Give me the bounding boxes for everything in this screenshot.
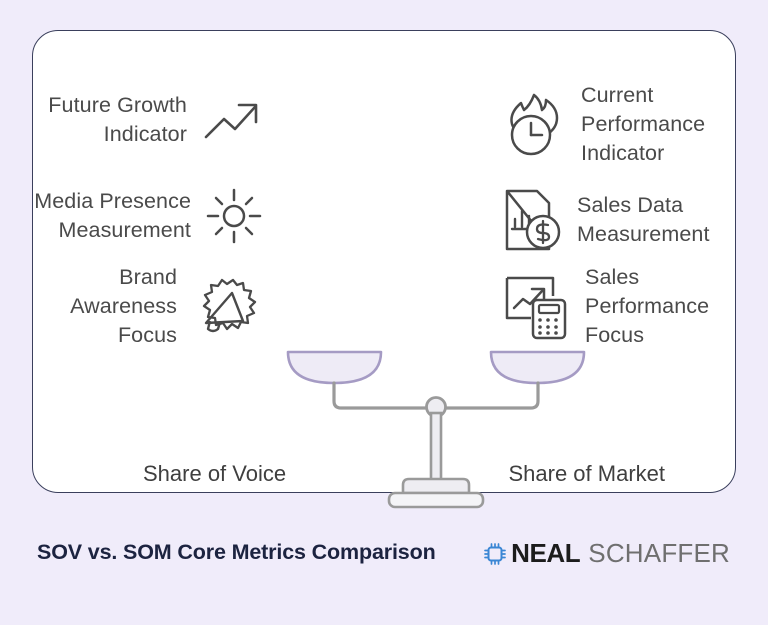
feature-sales-data-measurement: Sales Data Measurement bbox=[501, 187, 710, 253]
document-chart-dollar-icon bbox=[501, 187, 563, 253]
sun-brightness-icon bbox=[205, 187, 263, 245]
brand-name-primary: NEAL bbox=[511, 538, 581, 568]
feature-label: Current Performance Indicator bbox=[581, 83, 706, 165]
feature-label: Brand Awareness Focus bbox=[70, 265, 177, 347]
feature-label: Media Presence Measurement bbox=[34, 189, 191, 242]
feature-label: Future Growth Indicator bbox=[48, 93, 187, 146]
scale-caption-right: Share of Market bbox=[508, 461, 665, 486]
flame-clock-icon bbox=[501, 89, 567, 161]
feature-label: Sales Performance Focus bbox=[585, 265, 710, 347]
feature-media-presence-measurement: Media Presence Measurement bbox=[34, 187, 263, 245]
balance-scale-icon bbox=[281, 343, 591, 513]
neal-schaffer-chip-icon bbox=[484, 542, 506, 565]
chart-calculator-icon bbox=[501, 272, 571, 342]
feature-label: Sales Data Measurement bbox=[577, 193, 710, 246]
feature-sales-performance-focus: Sales Performance Focus bbox=[501, 263, 709, 350]
megaphone-burst-icon bbox=[191, 271, 263, 343]
scale-caption-left: Share of Voice bbox=[143, 461, 287, 486]
feature-current-performance-indicator: Current Performance Indicator bbox=[501, 81, 705, 168]
feature-future-growth-indicator: Future Growth Indicator bbox=[48, 91, 263, 149]
comparison-card: Future Growth Indicator Media Presence M… bbox=[32, 30, 736, 509]
feature-brand-awareness-focus: Brand Awareness Focus bbox=[70, 263, 263, 350]
footer: SOV vs. SOM Core Metrics Comparison bbox=[0, 493, 768, 625]
brand-name-secondary: SCHAFFER bbox=[588, 538, 730, 568]
trending-up-arrow-icon bbox=[201, 95, 263, 145]
page-title: SOV vs. SOM Core Metrics Comparison bbox=[37, 540, 436, 564]
brand-logo: NEAL SCHAFFER bbox=[484, 538, 730, 569]
